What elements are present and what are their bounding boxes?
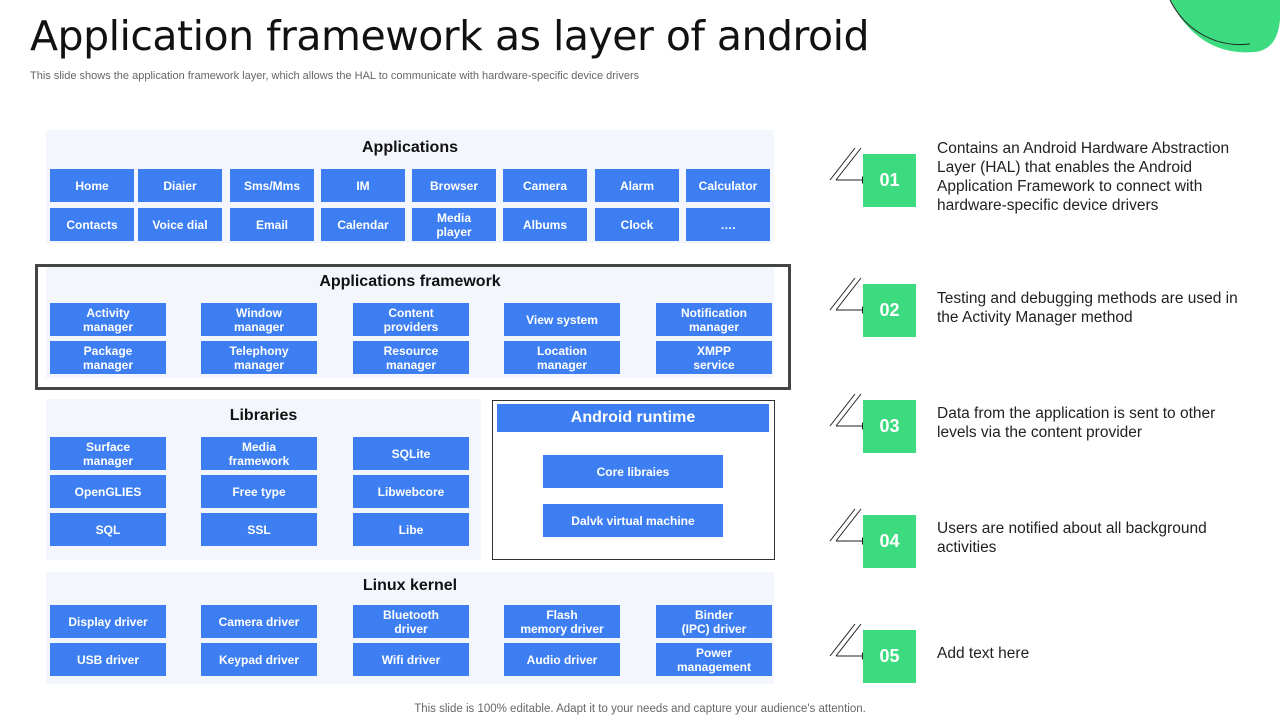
framework-box: Window manager [201,303,317,336]
framework-box: Resource manager [353,341,469,374]
corner-decoration [1169,0,1280,53]
application-box: Albums [503,208,587,241]
step-connector-icon [829,508,866,545]
application-box: Camera [503,169,587,202]
library-box: SQL [50,513,166,546]
kernel-driver-box: Audio driver [504,643,620,676]
kernel-driver-box: Display driver [50,605,166,638]
framework-title: Applications framework [319,273,501,290]
kernel-driver-box: Keypad driver [201,643,317,676]
application-box: Email [230,208,314,241]
library-box: Libwebcore [353,475,469,508]
library-box: OpenGLIES [50,475,166,508]
step-connector-icon [829,277,866,314]
application-box: Clock [595,208,679,241]
framework-box: Content providers [353,303,469,336]
library-box: SSL [201,513,317,546]
step-connector-icon [829,147,866,184]
framework-box: Notification manager [656,303,772,336]
step-description: Contains an Android Hardware Abstraction… [937,140,1230,214]
kernel-driver-box: Wifi driver [353,643,469,676]
framework-highlight-frame [35,264,791,390]
step-number-badge: 01 [863,154,916,207]
step-connector-icon [829,393,866,430]
kernel-title: Linux kernel [362,577,458,594]
library-box: Surface manager [50,437,166,470]
step-description: Testing and debugging methods are used i… [937,290,1238,326]
application-box: Media player [412,208,496,241]
library-box: Libe [353,513,469,546]
framework-box: XMPP service [656,341,772,374]
application-box: Home [50,169,134,202]
runtime-title: Android runtime [497,404,769,432]
footer-note: This slide is 100% editable. Adapt it to… [414,703,866,715]
application-box: Sms/Mms [230,169,314,202]
application-box: Diaier [138,169,222,202]
applications-title: Applications [361,139,458,156]
step-number-badge: 03 [863,400,916,453]
application-box: Alarm [595,169,679,202]
kernel-driver-box: Binder (IPC) driver [656,605,772,638]
application-box: Calculator [686,169,770,202]
libraries-title: Libraries [229,407,298,424]
application-box: …. [686,208,770,241]
page-subtitle: This slide shows the application framewo… [30,70,640,82]
kernel-driver-box: Bluetooth driver [353,605,469,638]
step-number-badge: 04 [863,515,916,568]
library-box: Free type [201,475,317,508]
kernel-driver-box: Power management [656,643,772,676]
framework-box: Telephony manager [201,341,317,374]
step-description: Add text here [937,645,1030,662]
step-number-badge: 05 [863,630,916,683]
step-description: Data from the application is sent to oth… [937,405,1216,441]
framework-box: Package manager [50,341,166,374]
kernel-driver-box: Camera driver [201,605,317,638]
step-number-badge: 02 [863,284,916,337]
application-box: IM [321,169,405,202]
library-box: SQLite [353,437,469,470]
framework-box: View system [504,303,620,336]
step-connector-icon [829,623,866,660]
application-box: Voice dial [138,208,222,241]
runtime-item-box: Dalvk virtual machine [543,504,723,537]
framework-box: Activity manager [50,303,166,336]
kernel-driver-box: Flash memory driver [504,605,620,638]
page-title: Application framework as layer of androi… [30,12,870,60]
application-box: Calendar [321,208,405,241]
step-description: Users are notified about all background … [937,520,1207,556]
framework-box: Location manager [504,341,620,374]
kernel-driver-box: USB driver [50,643,166,676]
application-box: Browser [412,169,496,202]
library-box: Media framework [201,437,317,470]
runtime-item-box: Core libraies [543,455,723,488]
application-box: Contacts [50,208,134,241]
